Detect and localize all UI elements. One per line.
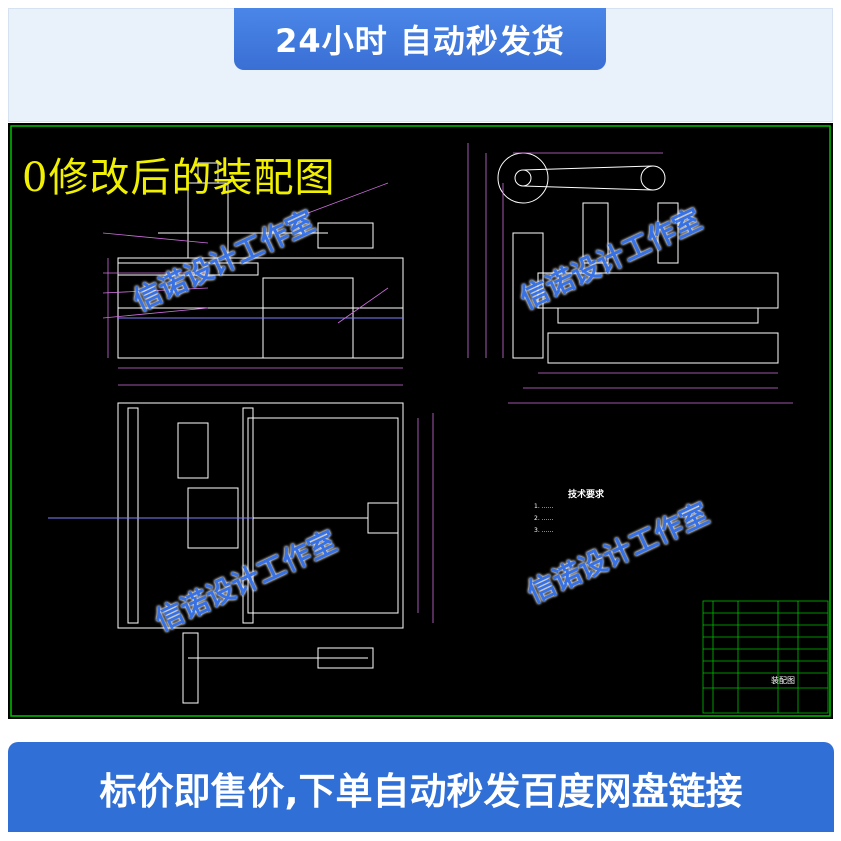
bottom-frame [8,742,834,832]
front-view [117,162,404,359]
drawing-title: 0修改后的装配图 [22,155,336,201]
side-view-dimensions [467,143,793,404]
cad-drawing-canvas: 0修改后的装配图 技术要求 1. …… 2. …… 3. …… 装配图 信诺设计… [8,123,833,719]
tech-note: 3. …… [534,527,554,534]
side-view [497,152,779,364]
title-block-label: 装配图 [771,676,795,685]
top-view [48,402,404,704]
cad-drawing [10,125,831,717]
parts-list-table [702,600,829,714]
top-banner: 24小时 自动秒发货 [234,8,606,70]
tech-requirements-title: 技术要求 [568,490,605,500]
tech-note: 1. …… [534,503,554,510]
top-view-dimensions [417,413,434,623]
tech-note: 2. …… [534,515,554,522]
tech-notes: 1. …… 2. …… 3. …… [534,501,554,537]
bottom-banner: 标价即售价,下单自动秒发百度网盘链接 [99,770,743,813]
front-view-dimensions [102,182,403,386]
